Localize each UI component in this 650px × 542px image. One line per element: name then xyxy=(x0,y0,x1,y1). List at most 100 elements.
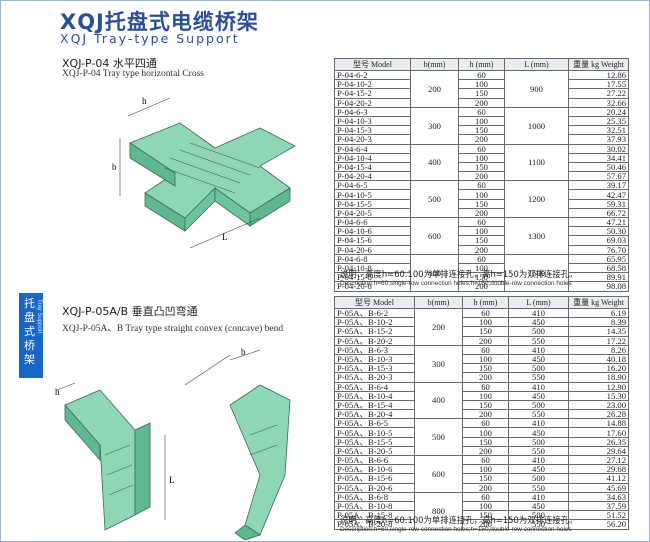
cell-model: P-04-10-6 xyxy=(334,226,411,237)
cell-model: P-05A、B-10-5 xyxy=(334,427,415,438)
dim2-b-label: b xyxy=(241,347,246,357)
cell-model: P-04-20-2 xyxy=(334,97,411,108)
cell-weight: 40.18 xyxy=(568,353,629,365)
cell-model: P-05A、B-6-2 xyxy=(334,307,415,319)
cell-length: 450 xyxy=(508,390,569,401)
cell-height: 150 xyxy=(458,235,505,246)
cell-length: 410 xyxy=(508,344,569,355)
side-category-tab: 托盘式桥架 Tray Support xyxy=(19,293,43,378)
section1-subtitle: XQJ-P-04 Tray type horizontal Cross xyxy=(62,69,204,79)
cell-model: P-05A、B-10-3 xyxy=(334,353,415,365)
cell-height: 100 xyxy=(458,226,505,237)
cell-width: 300 xyxy=(414,344,463,383)
cell-height: 200 xyxy=(458,207,505,219)
cell-model: P-05A、B-15-4 xyxy=(334,399,415,411)
cell-height: 60 xyxy=(458,180,505,191)
cell-length: 1300 xyxy=(504,217,569,255)
cell-model: P-05A、B-6-4 xyxy=(334,381,415,392)
sidetab-en: Tray Support xyxy=(36,299,42,334)
cell-length: 550 xyxy=(508,372,569,383)
cell-model: P-05A、B-20-2 xyxy=(334,335,415,346)
cell-weight: 14.35 xyxy=(568,326,629,337)
dim-l-label: L xyxy=(222,232,228,242)
cell-weight: 56.20 xyxy=(568,519,629,530)
page-title: XQJ托盘式电缆桥架 xyxy=(60,10,259,34)
cell-model: P-05A、B-20-8 xyxy=(334,519,415,530)
cell-weight: 42.47 xyxy=(568,189,629,200)
cell-weight: 51.52 xyxy=(568,510,629,521)
cell-weight: 18.90 xyxy=(568,372,629,383)
cell-length: 410 xyxy=(508,418,569,429)
cell-weight: 69.03 xyxy=(568,235,629,246)
cell-length: 450 xyxy=(508,317,569,328)
cell-model: P-05A、B-15-8 xyxy=(334,510,415,521)
cell-weight: 32.66 xyxy=(568,97,629,108)
cell-height: 200 xyxy=(458,171,505,182)
cell-model: P-05A、B-10-6 xyxy=(334,464,415,475)
cell-width: 300 xyxy=(410,106,459,145)
cell-height: 100 xyxy=(462,500,509,512)
table1-note: 说明：高度h=60.100为单排连接孔，高h=150为双排连接孔。 xyxy=(340,269,578,279)
cell-height: 100 xyxy=(462,464,509,475)
cell-weight: 65.95 xyxy=(568,253,629,264)
cell-model: P-04-6-4 xyxy=(334,143,411,154)
cell-model: P-05A、B-15-3 xyxy=(334,363,415,374)
dim-b-label: b xyxy=(112,162,117,172)
table2-header-3: L (mm) xyxy=(508,296,569,309)
dim2-l-label: L xyxy=(169,475,175,485)
cell-width: 600 xyxy=(414,455,463,493)
section1-title: XQJ-P-04 水平四通 xyxy=(62,57,157,70)
cell-height: 200 xyxy=(462,335,509,346)
cell-height: 200 xyxy=(458,244,505,255)
cell-weight: 89.91 xyxy=(568,272,629,283)
cell-weight: 16.20 xyxy=(568,363,629,374)
table2-header-0: 型号 Model xyxy=(334,296,415,309)
cell-width: 500 xyxy=(410,180,459,218)
cell-model: P-05A、B-20-5 xyxy=(334,445,415,457)
cell-model: P-04-20-3 xyxy=(334,134,411,145)
cell-weight: 27.12 xyxy=(568,454,629,466)
table1-header-2: h (mm) xyxy=(458,58,505,71)
cell-weight: 34.63 xyxy=(568,491,629,502)
cell-model: P-04-6-6 xyxy=(334,216,411,228)
cell-height: 150 xyxy=(462,326,509,337)
cell-height: 150 xyxy=(458,88,505,99)
cell-length: 450 xyxy=(508,353,569,365)
cell-weight: 15.30 xyxy=(568,390,629,401)
cell-weight: 26.28 xyxy=(568,409,629,420)
cell-weight: 25.35 xyxy=(568,115,629,127)
cell-height: 100 xyxy=(462,427,509,438)
cell-length: 550 xyxy=(508,409,569,420)
page-subtitle: XQJ Tray-type Support xyxy=(60,31,240,46)
cell-width: 200 xyxy=(410,70,459,108)
cell-model: P-05A、B-10-2 xyxy=(334,317,415,328)
cell-model: P-05A、B-6-6 xyxy=(334,454,415,466)
cell-weight: 66.72 xyxy=(568,207,629,219)
cell-height: 60 xyxy=(462,381,509,392)
cell-width: 500 xyxy=(414,418,463,456)
cell-height: 150 xyxy=(458,161,505,173)
cell-model: P-05A、B-15-2 xyxy=(334,326,415,337)
cell-length: 1100 xyxy=(504,143,569,182)
cell-weight: 57.67 xyxy=(568,171,629,182)
